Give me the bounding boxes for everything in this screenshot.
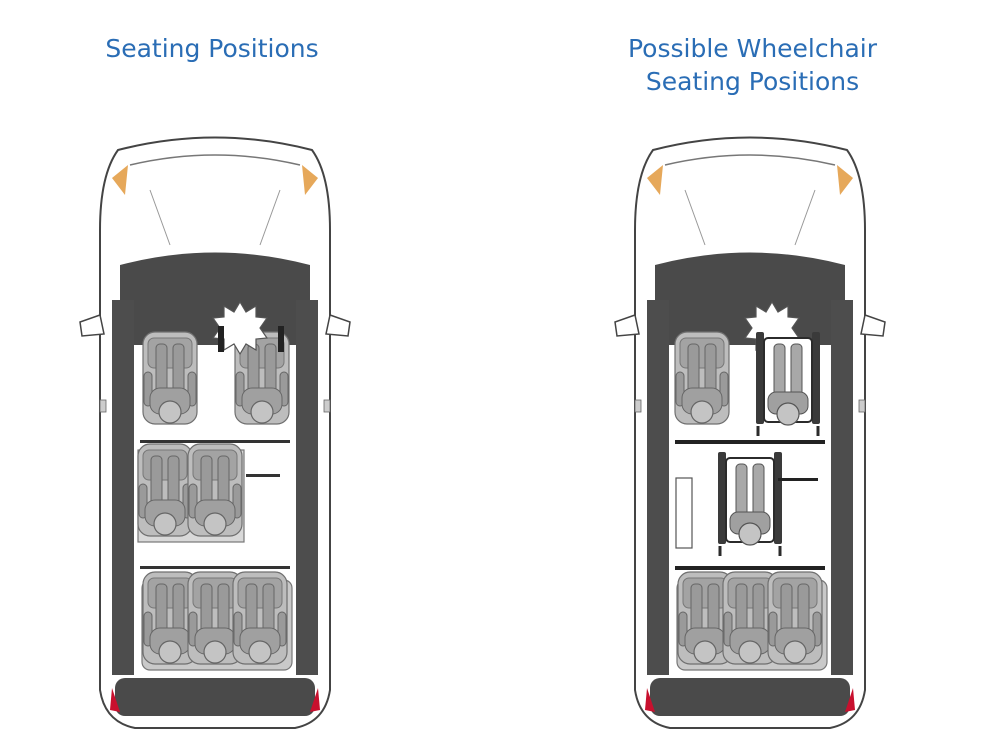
wheelchair-title-line-2: Seating Positions — [645, 67, 860, 96]
wheelchair-title-line-1: Possible Wheelchair — [627, 34, 878, 63]
left-vehicle — [79, 136, 351, 729]
right-vehicle — [614, 136, 886, 729]
wheelchair-positions-title: Possible Wheelchair Seating Positions — [575, 32, 930, 98]
seating-positions-title: Seating Positions — [105, 34, 319, 63]
